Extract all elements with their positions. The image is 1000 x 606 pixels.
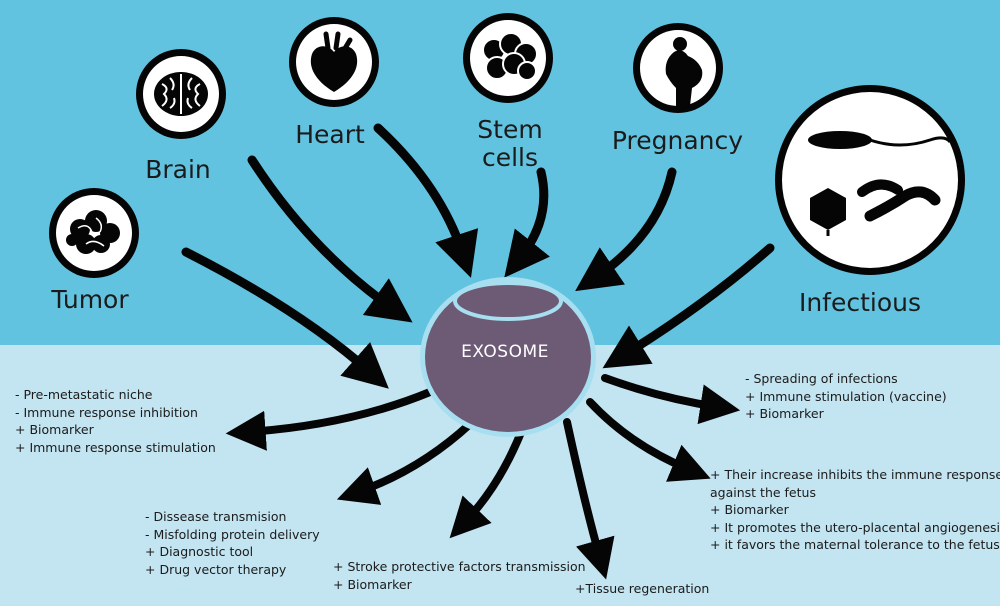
- arrow-to-pregnancy-notes: [586, 398, 711, 482]
- pregnancy-icon: [633, 23, 723, 113]
- category-label-brain: Brain: [145, 155, 211, 184]
- note-line: + Immune stimulation (vaccine): [745, 388, 947, 404]
- notes-infectious: - Spreading of infections + Immune stimu…: [745, 370, 947, 423]
- notes-brain: - Dissease transmision - Misfolding prot…: [145, 508, 320, 578]
- note-line: +Tissue regeneration: [575, 581, 710, 596]
- note-line: + Biomarker: [745, 406, 824, 421]
- note-line: + it favors the maternal tolerance to th…: [710, 537, 1000, 552]
- category-label-stem-line2: cells: [481, 143, 539, 172]
- note-line: + Immune response stimulation: [15, 439, 216, 455]
- arrow-to-infectious-notes: [601, 374, 741, 425]
- note-line: - Immune response inhibition: [15, 404, 198, 420]
- category-label-stem-line1: Stem: [477, 115, 543, 144]
- note-line: - Misfolding protein delivery: [145, 526, 320, 542]
- category-label-heart: Heart: [295, 120, 365, 149]
- category-label-tumor: Tumor: [51, 285, 129, 314]
- category-label-stem-cells: Stem cells: [460, 116, 560, 172]
- pathogens-icon: [775, 85, 965, 275]
- category-label-pregnancy: Pregnancy: [611, 126, 744, 155]
- note-line: + Drug vector therapy: [145, 561, 287, 577]
- stem-cells-icon: [463, 13, 553, 103]
- notes-tumor: - Pre-metastatic niche - Immune response…: [15, 386, 216, 456]
- exosome-label: EXOSOME: [461, 342, 549, 362]
- arrow-pregnancy-to-exosome: [575, 167, 677, 292]
- arrow-brain-to-exosome: [247, 155, 413, 323]
- arrow-to-heart-notes: [449, 426, 526, 539]
- notes-pregnancy: + Their increase inhibits the immune res…: [710, 466, 1000, 554]
- note-line: - Dissease transmision: [145, 509, 287, 524]
- note-line: + Biomarker: [333, 576, 412, 592]
- note-line: + Stroke protective factors transmission: [333, 559, 586, 574]
- exosome-vesicle: [420, 277, 596, 437]
- brain-icon: [136, 49, 226, 139]
- note-line: + It promotes the utero-placental angiog…: [710, 519, 1000, 535]
- note-line: - Spreading of infections: [745, 371, 898, 386]
- note-line: + Diagnostic tool: [145, 544, 254, 559]
- arrow-heart-to-exosome: [373, 123, 479, 278]
- heart-icon: [289, 17, 379, 107]
- note-line: + Biomarker: [710, 502, 789, 517]
- note-line: - Pre-metastatic niche: [15, 387, 153, 402]
- arrow-to-stem-notes: [563, 418, 615, 580]
- arrow-to-tumor-notes: [225, 388, 434, 451]
- arrow-tumor-to-exosome: [181, 247, 389, 389]
- arrow-infectious-to-exosome: [602, 243, 775, 369]
- note-line: + Biomarker: [15, 422, 94, 437]
- tumor-icon: [49, 188, 139, 278]
- arrow-stem-to-exosome: [504, 167, 550, 278]
- arrow-to-brain-notes: [336, 420, 474, 505]
- category-label-infectious: Infectious: [798, 288, 922, 317]
- notes-stem-cells: +Tissue regeneration: [575, 580, 709, 598]
- note-line: + Their increase inhibits the immune res…: [710, 467, 1000, 482]
- note-line: against the fetus: [710, 484, 816, 500]
- notes-heart: + Stroke protective factors transmission…: [333, 558, 586, 593]
